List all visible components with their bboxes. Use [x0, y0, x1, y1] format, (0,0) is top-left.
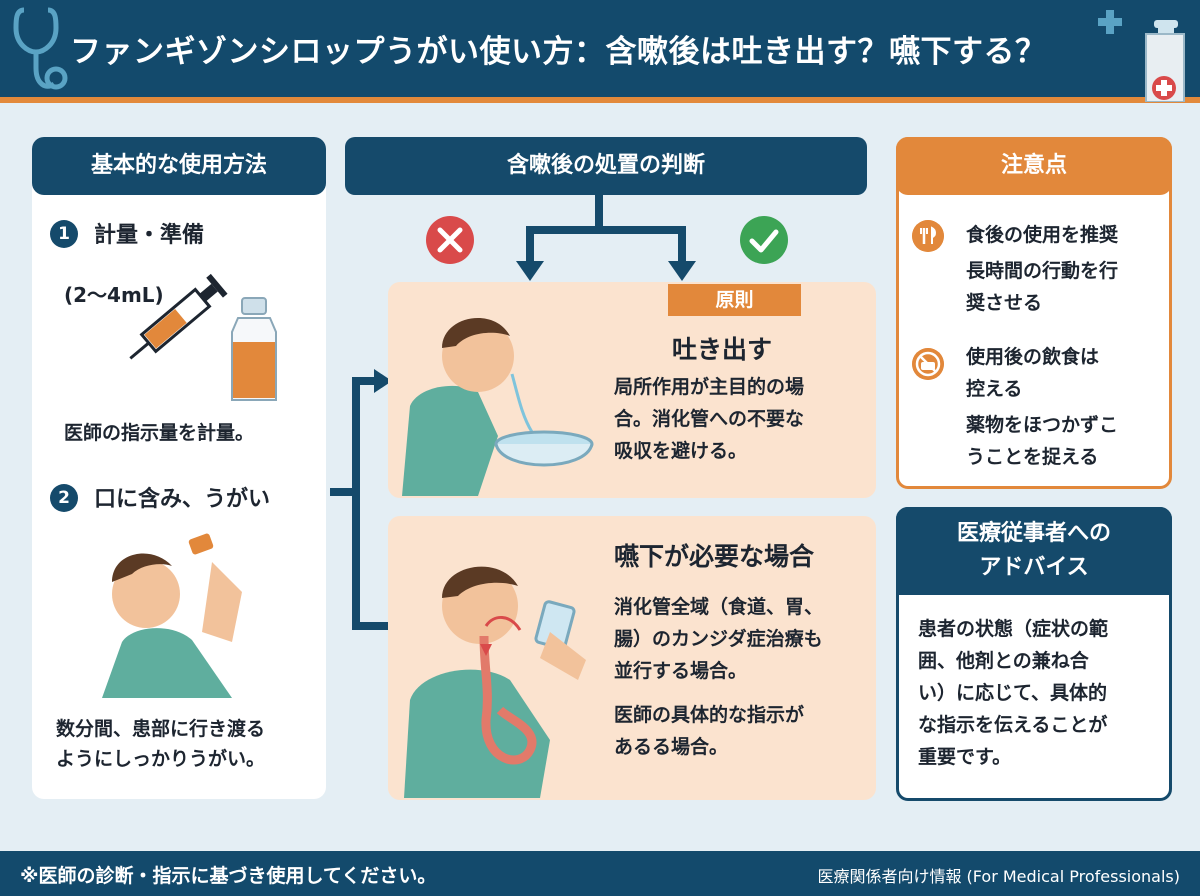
caution-item2-line1: 使用後の飲食は: [966, 346, 1100, 368]
medicine-bottle-icon: [1098, 10, 1185, 102]
spit-out-line3: 吸収を避ける。: [614, 440, 748, 462]
no-food-icon: [912, 348, 944, 380]
advice-line3: い）に応じて、具体的: [918, 682, 1108, 704]
stethoscope-icon: [13, 7, 68, 90]
advice-line2: 囲、他剤との兼ね合: [918, 650, 1089, 672]
caution-item1-line1: 食後の使用を推奨: [966, 224, 1119, 246]
gargling-person-illustration: [102, 533, 242, 698]
footer-disclaimer: ※医師の診断・指示に基づき使用してください。: [20, 865, 437, 887]
step-2-text-line2: ようにしっかりうがい。: [56, 748, 266, 770]
swallow-line4: 医師の具体的な指示が: [614, 704, 805, 726]
principle-badge: 原則: [668, 284, 801, 316]
caution-item2-line2: 控える: [966, 378, 1023, 400]
advice-line5: 重要です。: [918, 746, 1012, 768]
swallow-line2: 腸）のカンジダ症治療も: [614, 628, 823, 650]
page-title: ファンギゾンシロップうがい使い方：含嗽後は吐き出す？嚥下する？: [70, 34, 1047, 70]
caution-title: 注意点: [896, 137, 1172, 195]
x-icon: [426, 216, 474, 264]
spit-out-line2: 合。消化管への不要な: [614, 408, 805, 430]
caution-item1-line2: 長時間の行動を行: [966, 260, 1119, 282]
fork-knife-icon: [912, 220, 944, 252]
syringe-icon: [129, 273, 228, 360]
header: ファンギゾンシロップうがい使い方：含嗽後は吐き出す？嚥下する？: [0, 0, 1200, 103]
advice-line1: 患者の状態（症状の範: [918, 618, 1109, 640]
step-1-number: 1: [50, 220, 78, 248]
step-1-text: 医師の指示量を計量。: [64, 422, 255, 444]
caution-item2-line4: うことを捉える: [966, 446, 1099, 468]
step-2-label: 口に含み、うがい: [94, 487, 271, 512]
swallow-heading: 嚥下が必要な場合: [614, 542, 815, 571]
spit-out-line1: 局所作用が主目的の場: [614, 376, 805, 398]
advice-title: 医療従事者への アドバイス: [896, 507, 1172, 595]
caution-card: [896, 137, 1172, 489]
footer: ※医師の診断・指示に基づき使用してください。 医療関係者向け情報 (For Me…: [0, 851, 1200, 896]
advice-title-line1: 医療従事者への: [956, 521, 1111, 546]
swallowing-person-illustration: [404, 566, 586, 798]
step-2-text-line1: 数分間、患部に行き渡る: [56, 718, 266, 740]
basic-usage-title: 基本的な使用方法: [32, 137, 326, 195]
step-1-label: 計量・準備: [94, 223, 205, 248]
step-2-number: 2: [50, 484, 78, 512]
advice-title-line2: アドバイス: [979, 555, 1089, 580]
footer-audience: 医療関係者向け情報 (For Medical Professionals): [817, 867, 1180, 886]
swallow-line1: 消化管全域（食道、胃、: [614, 596, 824, 618]
spitting-person-illustration: [402, 318, 594, 496]
check-icon: [740, 216, 788, 264]
swallow-line3: 並行する場合。: [614, 660, 748, 682]
caution-item1-line3: 奨させる: [966, 292, 1043, 314]
decision-title: 含嗽後の処置の判断: [345, 137, 867, 195]
bottle-icon: [231, 297, 277, 401]
dose-label: (2〜4mL): [64, 283, 164, 307]
spit-out-heading: 吐き出す: [672, 335, 773, 364]
caution-item2-line3: 薬物をほつかずこ: [966, 414, 1119, 436]
advice-line4: な指示を伝えることが: [918, 714, 1108, 736]
swallow-line5: あるる場合。: [614, 736, 729, 758]
